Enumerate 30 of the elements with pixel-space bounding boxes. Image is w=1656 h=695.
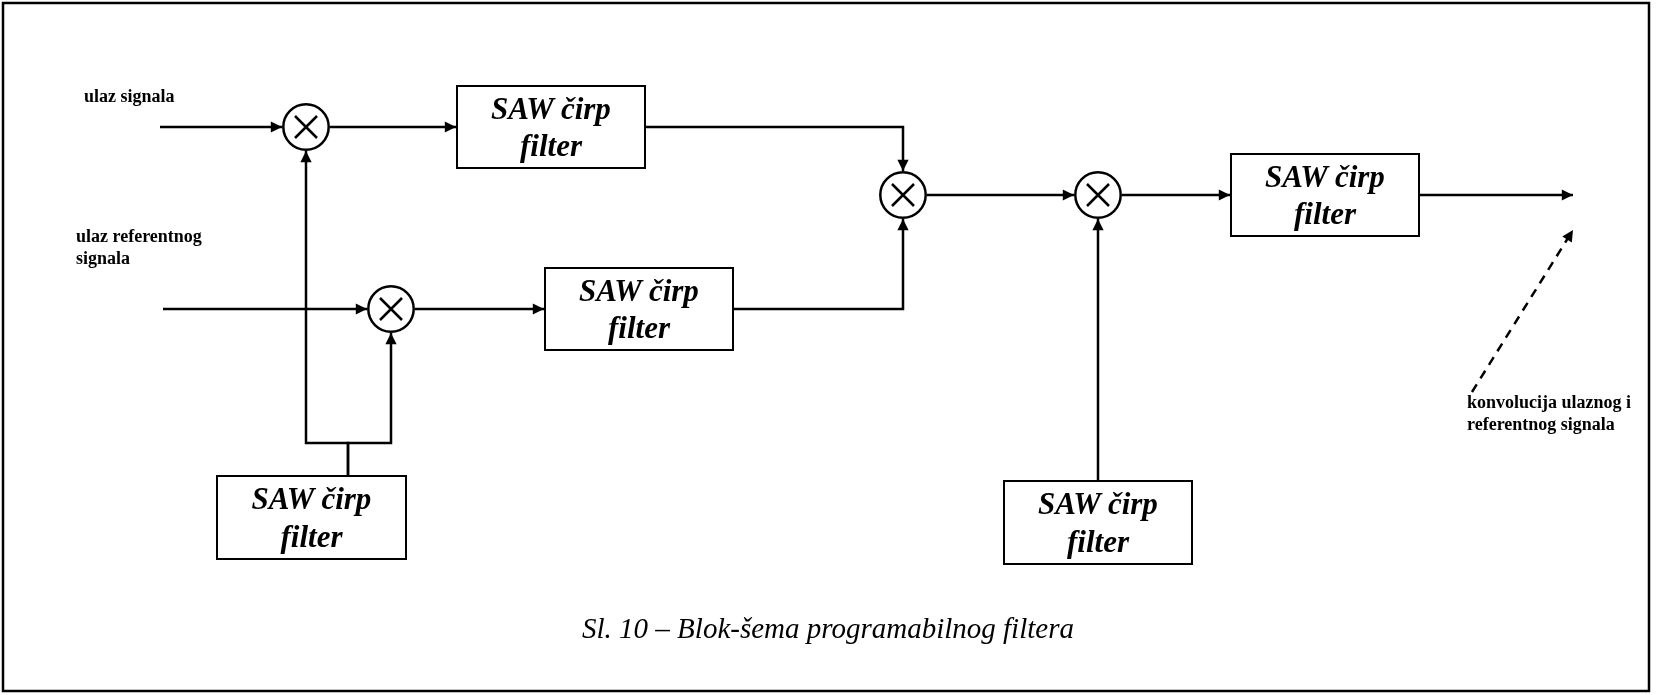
filter-block bbox=[1230, 153, 1420, 237]
mixer-circle bbox=[1074, 171, 1122, 219]
filter-block bbox=[1003, 480, 1193, 565]
arrow bbox=[734, 219, 909, 311]
mixer-circle bbox=[367, 285, 415, 333]
input-label: ulaz referentnog signala bbox=[76, 226, 203, 270]
dashed-arrow bbox=[1470, 229, 1575, 393]
block-label: SAW čirp filter bbox=[578, 271, 700, 347]
arrow bbox=[415, 303, 544, 315]
block-label: SAW čirp filter bbox=[1264, 157, 1386, 233]
arrow bbox=[1122, 189, 1230, 201]
arrow bbox=[346, 333, 397, 475]
arrow bbox=[330, 121, 456, 133]
arrow bbox=[1092, 219, 1104, 480]
arrow bbox=[927, 189, 1074, 201]
filter-block bbox=[216, 475, 407, 560]
block-label: SAW čirp filter bbox=[1037, 485, 1159, 560]
mixer-circle bbox=[879, 171, 927, 219]
arrow bbox=[163, 303, 367, 315]
output-note: konvolucija ulaznog i referentnog signala bbox=[1467, 392, 1633, 436]
figure-caption: Sl. 10 – Blok-šema programabilnog filtera bbox=[581, 612, 1075, 645]
arrow bbox=[160, 121, 282, 133]
filter-block bbox=[456, 85, 646, 169]
filter-block bbox=[544, 267, 734, 351]
block-label: SAW čirp filter bbox=[250, 480, 373, 555]
arrow bbox=[646, 125, 909, 171]
mixer-circle bbox=[282, 103, 330, 151]
block-label: SAW čirp filter bbox=[490, 89, 612, 165]
input-label: ulaz signala bbox=[84, 86, 176, 108]
arrow bbox=[1420, 189, 1573, 201]
